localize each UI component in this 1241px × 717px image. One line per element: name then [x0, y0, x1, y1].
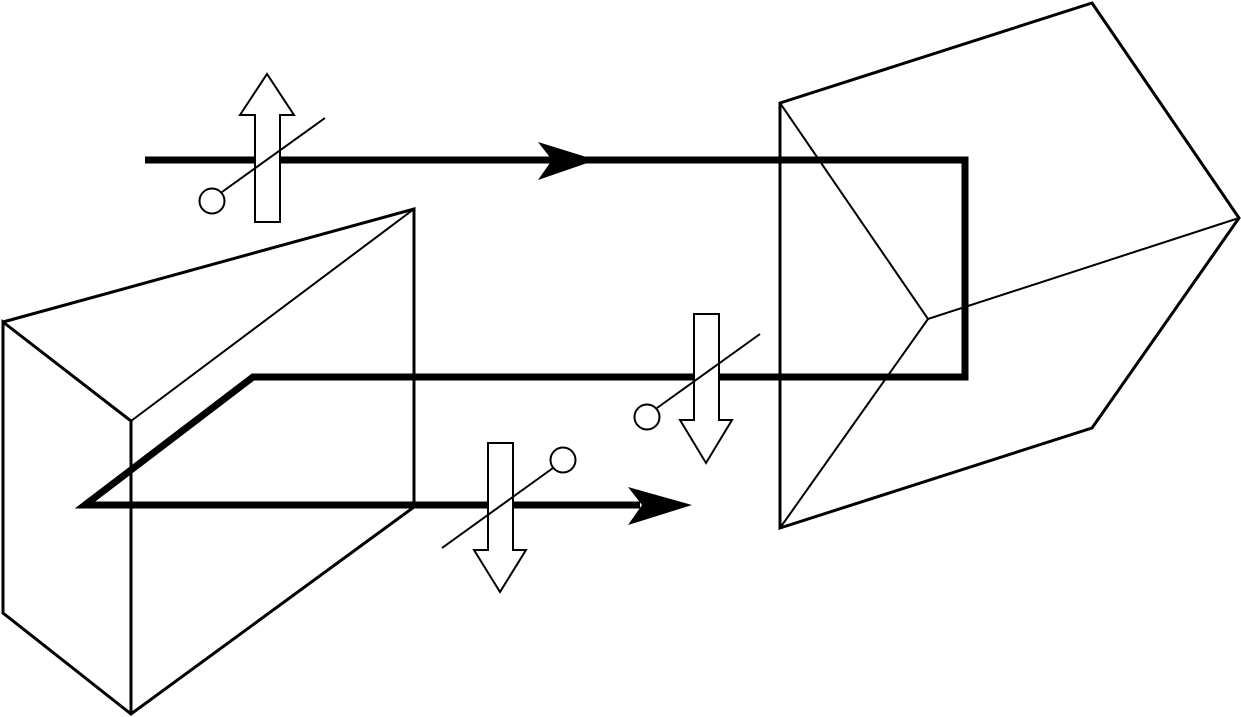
polarization-down-bottom — [441, 442, 577, 594]
beam-arrowhead-top — [538, 142, 596, 180]
polarization-down-right — [633, 313, 761, 465]
arrow-down-icon — [472, 442, 528, 594]
beam-arrowhead-bottom — [628, 487, 692, 525]
cube — [778, 1, 1241, 531]
polarization-up — [198, 72, 326, 223]
circle-marker — [633, 403, 661, 431]
arrow-down-icon — [678, 313, 734, 465]
beam-path — [74, 142, 969, 525]
circle-marker — [549, 446, 577, 474]
arrow-up-icon — [238, 72, 296, 223]
circle-marker — [198, 187, 226, 215]
prism — [1, 207, 416, 716]
